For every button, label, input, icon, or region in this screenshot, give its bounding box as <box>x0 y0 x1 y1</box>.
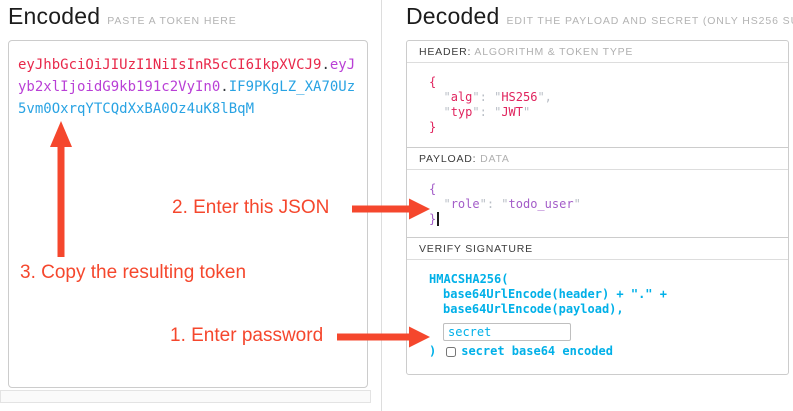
verify-signature-section: VERIFY SIGNATURE HMACSHA256( base64UrlEn… <box>407 238 788 374</box>
base64-encoded-label[interactable]: secret base64 encoded <box>461 344 613 358</box>
verify-section-title: VERIFY SIGNATURE <box>407 238 788 260</box>
column-divider <box>381 0 382 411</box>
token-header-part: eyJhbGciOiJIUzI1NiIsInR5cCI6IkpXVCJ9 <box>18 57 322 73</box>
header-section-title: HEADER: ALGORITHM & TOKEN TYPE <box>407 41 788 63</box>
header-json: { "alg": "HS256", "typ": "JWT" } <box>429 75 552 134</box>
verify-section-label: VERIFY SIGNATURE <box>419 243 533 255</box>
token-separator-dot: . <box>321 57 330 73</box>
verify-signature-content: HMACSHA256( base64UrlEncode(header) + ".… <box>407 260 788 369</box>
header-section-label: HEADER: <box>419 46 472 58</box>
decoded-header: Decoded EDIT THE PAYLOAD AND SECRET (ONLY… <box>406 3 793 30</box>
annotation-step-3: 3. Copy the resulting token <box>20 262 247 283</box>
encoded-header: Encoded PASTE A TOKEN HERE <box>8 3 237 30</box>
hmac-close-row: ) secret base64 encoded <box>429 344 778 359</box>
header-json-editor[interactable]: { "alg": "HS256", "typ": "JWT" } <box>407 63 788 145</box>
encoded-token-input[interactable]: eyJhbGciOiJIUzI1NiIsInR5cCI6IkpXVCJ9.eyJ… <box>8 40 368 388</box>
encoded-title: Encoded <box>8 3 101 29</box>
payload-section-sublabel: DATA <box>480 153 510 165</box>
hmac-code-line-1: HMACSHA256( <box>429 272 509 286</box>
decoded-subtitle: EDIT THE PAYLOAD AND SECRET (ONLY HS256 … <box>506 15 793 27</box>
token-signature-part: IF9PKgLZ_XA70Uz5vm0OxrqYTCQdXxBA0Oz4uK8l… <box>18 79 356 117</box>
payload-section-label: PAYLOAD: <box>419 153 477 165</box>
header-section: HEADER: ALGORITHM & TOKEN TYPE { "alg": … <box>407 41 788 148</box>
text-cursor <box>437 212 439 226</box>
token-separator-dot: . <box>220 79 229 95</box>
hmac-code-line-3: base64UrlEncode(payload), <box>443 302 624 316</box>
hmac-close-paren: ) <box>429 344 437 358</box>
hmac-code-line-2: base64UrlEncode(header) + "." + <box>443 287 667 301</box>
payload-section: PAYLOAD: DATA { "role": "todo_user" } <box>407 148 788 238</box>
annotation-step-1: 1. Enter password <box>170 325 324 346</box>
token-payload-part: eyJyb2xlIjoidG9kb191c2VyIn0 <box>18 57 356 95</box>
secret-input[interactable] <box>443 323 571 341</box>
payload-section-title: PAYLOAD: DATA <box>407 148 788 170</box>
left-footer-strip <box>0 390 371 403</box>
encoded-subtitle: PASTE A TOKEN HERE <box>107 15 237 27</box>
decoded-panel: HEADER: ALGORITHM & TOKEN TYPE { "alg": … <box>406 40 789 375</box>
payload-json-editor[interactable]: { "role": "todo_user" } <box>407 170 788 237</box>
payload-json: { "role": "todo_user" } <box>429 182 581 226</box>
annotation-step-2: 2. Enter this JSON <box>172 197 330 218</box>
base64-encoded-checkbox[interactable] <box>446 346 457 357</box>
header-section-sublabel: ALGORITHM & TOKEN TYPE <box>474 46 634 58</box>
decoded-title: Decoded <box>406 3 500 29</box>
